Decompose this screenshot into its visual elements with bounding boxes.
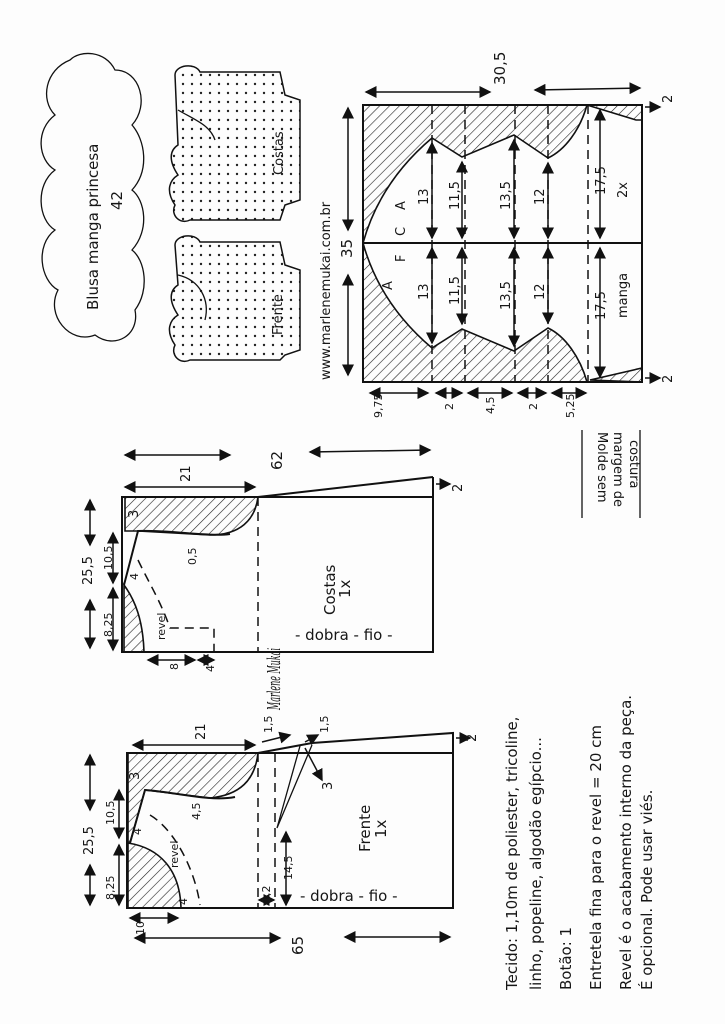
- front-dart-drop: 3: [321, 782, 336, 790]
- front-top-width: 21: [194, 723, 209, 740]
- back-piece-name: Costas: [321, 564, 339, 615]
- back-sketch: Costas: [168, 65, 301, 222]
- title-cloud: Blusa manga princesa 42: [40, 52, 145, 342]
- front-neck-mark: 4: [131, 828, 144, 835]
- sleeve-bottom-measure: 9,75: [372, 394, 385, 419]
- front-facing-label: revel: [168, 841, 181, 868]
- front-sketch: Frente: [168, 235, 301, 362]
- pattern-size: 42: [108, 191, 126, 210]
- sleeve-bottom-measure: 2: [527, 403, 540, 410]
- back-sketch-label: Costas: [272, 131, 287, 175]
- front-dart-offset: 1,5: [262, 716, 275, 734]
- instruction-line: linho, popeline, algodão egípcio...: [527, 737, 545, 990]
- back-neck-mark: 4: [128, 573, 141, 580]
- back-neck-width: 8,25: [102, 613, 115, 638]
- pattern-note-line: margem de: [610, 432, 625, 507]
- sleeve-measure: 13: [417, 283, 432, 300]
- front-facing-extra: 4: [177, 898, 190, 905]
- front-dart-length: 14,5: [282, 856, 295, 881]
- sleeve-width-label: 30,5: [491, 52, 509, 85]
- back-piece-count: 1x: [336, 579, 354, 598]
- back-half-width: 25,5: [81, 556, 96, 585]
- front-neck-depth: 10: [134, 921, 147, 935]
- sleeve-measure: 17,5: [594, 291, 609, 320]
- pattern-note-line: Molde sem: [594, 432, 609, 503]
- instruction-line: É opcional. Pode usar viés.: [637, 790, 656, 990]
- sleeve-measure: 13,5: [499, 181, 514, 210]
- sleeve-measure: 13: [417, 188, 432, 205]
- instruction-line: Tecido: 1,10m de poliester, tricoline,: [503, 717, 521, 991]
- back-length-label: 62: [268, 451, 286, 470]
- pattern-note-line: costura: [626, 440, 641, 489]
- back-facing-label: revel: [155, 613, 168, 640]
- back-armhole-depth: 0,5: [186, 548, 199, 566]
- front-dart-width: 1,5: [318, 716, 331, 734]
- front-piece: 65 21 1,5 1,5 3 4,5 3 10,5 4 25,5 8,25 r…: [82, 716, 480, 956]
- sleeve-count: 2x: [616, 182, 631, 198]
- back-fold-label: - dobra - fio -: [295, 626, 393, 644]
- front-shoulder-width: 10,5: [104, 801, 117, 826]
- cap-label: C: [394, 227, 409, 236]
- cap-label: F: [394, 255, 409, 262]
- front-shoulder-drop: 3: [128, 772, 143, 780]
- front-armhole-depth: 4,5: [190, 803, 203, 821]
- pattern-note-box: Molde sem margem de costura: [581, 430, 641, 518]
- back-shoulder-width: 10,5: [102, 546, 115, 571]
- front-piece-count: 1x: [372, 819, 390, 838]
- front-piece-name: Frente: [356, 805, 374, 852]
- back-side-offset: 2: [451, 484, 466, 492]
- sleeve-bottom-measure: 4,5: [484, 397, 497, 415]
- designer-signature: Marlene Mukai: [264, 648, 285, 710]
- front-fold-label: - dobra - fio -: [300, 887, 398, 905]
- back-facing-depth: 8: [168, 663, 181, 670]
- back-facing-extra: 4: [204, 665, 217, 672]
- front-dart-spacing: 1,2: [260, 886, 273, 904]
- sleeve-hem-offset: 2: [661, 95, 676, 103]
- sleeve-bottom-measure: 2: [443, 403, 456, 410]
- sleeve-measure: 11,5: [448, 276, 463, 305]
- front-half-width: 25,5: [82, 826, 97, 855]
- pattern-title: Blusa manga princesa: [84, 144, 102, 310]
- cap-label: A: [394, 201, 409, 210]
- sleeve-bottom-measure: 5,25: [564, 394, 577, 419]
- sleeve-height-label: 35: [338, 239, 356, 258]
- back-top-width: 21: [179, 465, 194, 482]
- sleeve-measure: 11,5: [448, 181, 463, 210]
- sleeve-hem-offset: 2: [661, 375, 676, 383]
- cap-label: A: [381, 281, 396, 290]
- instructions: Tecido: 1,10m de poliester, tricoline, l…: [503, 695, 656, 991]
- sleeve-measure: 17,5: [594, 166, 609, 195]
- back-piece: 62 21 3 0,5 25,5 10,5 4 8,25 revel 8 4 C…: [81, 444, 466, 672]
- instruction-line: Botão: 1: [557, 927, 575, 990]
- front-side-offset: 2: [465, 734, 480, 742]
- front-sketch-label: Frente: [271, 294, 286, 335]
- sleeve-measure: 12: [533, 283, 548, 300]
- sleeve-measure: 13,5: [499, 281, 514, 310]
- sleeve-piece: 30,5 35 A C F A 13 11,5 13,5 12 17,5 13 …: [338, 52, 676, 418]
- website-url: www.marlenemukai.com.br: [319, 201, 334, 380]
- sleeve-name: manga: [616, 273, 631, 318]
- instruction-line: Entretela fina para o revel = 20 cm: [587, 725, 605, 990]
- instruction-line: Revel é o acabamento interno da peça.: [617, 695, 635, 990]
- back-shoulder-drop: 3: [127, 510, 142, 518]
- front-length-label: 65: [289, 936, 307, 955]
- sleeve-measure: 12: [533, 188, 548, 205]
- front-neck-width: 8,25: [104, 876, 117, 901]
